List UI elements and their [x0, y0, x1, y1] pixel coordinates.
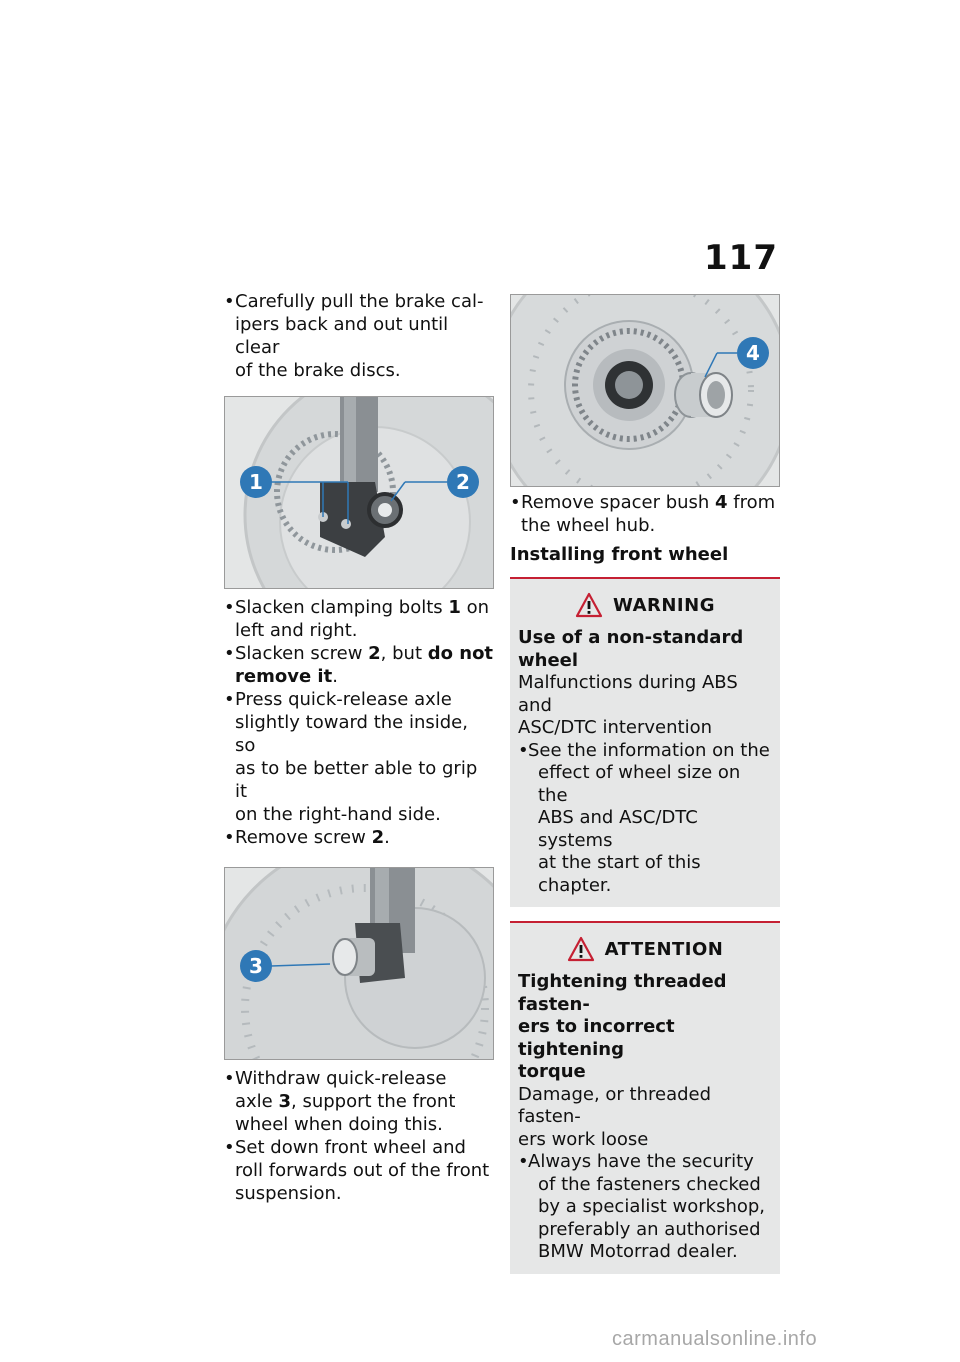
text-line: wheel when doing this.: [235, 1114, 443, 1135]
text-line: at the start of this chapter.: [538, 852, 701, 896]
text-line: on the right-hand side.: [235, 804, 441, 825]
text-line: of the brake discs.: [235, 360, 401, 381]
callout-circle: [240, 466, 272, 498]
step-pull-calipers: Carefully pull the brake cal- ipers back…: [224, 290, 494, 382]
step-slacken-screw: Slacken screw 2, but do not remove it.: [224, 642, 494, 688]
text: Remove screw: [235, 827, 372, 848]
callout-1: 1: [249, 470, 263, 494]
text-line: See the information on the: [528, 739, 770, 761]
ref-number: 4: [715, 492, 728, 513]
text-line: effect of wheel size on the: [538, 762, 741, 806]
step-press-axle: Press quick-release axle slightly toward…: [224, 688, 494, 826]
text-line: ers work loose: [518, 1128, 649, 1150]
warning-triangle-icon: [575, 592, 603, 618]
text-line: roll forwards out of the front: [235, 1160, 490, 1181]
text-line: Withdraw quick-release: [235, 1068, 447, 1089]
text: Remove spacer bush: [521, 492, 716, 513]
ref-number: 2: [371, 827, 385, 848]
text: axle: [235, 1091, 279, 1112]
figure-clamping-bolts: 1 2: [224, 396, 494, 589]
ref-number: 1: [448, 597, 461, 618]
text: Slacken screw: [235, 643, 369, 664]
text-line: Malfunctions during ABS and: [518, 672, 738, 716]
text-line: suspension.: [235, 1183, 342, 1204]
text-line: torque: [518, 1061, 586, 1082]
ref-number: 3: [278, 1091, 292, 1112]
text: .: [384, 827, 390, 848]
emphasis: do not: [427, 643, 494, 664]
text: , support the front: [291, 1091, 456, 1112]
step-withdraw-axle: Withdraw quick-release axle 3, support t…: [224, 1067, 494, 1136]
attention-box: ATTENTION Tightening threaded fasten- er…: [510, 921, 780, 1274]
text-line: Carefully pull the brake cal-: [235, 291, 484, 312]
attention-triangle-icon: [567, 936, 594, 962]
text-line: preferably an authorised: [538, 1218, 761, 1240]
warning-header: WARNING: [518, 589, 772, 621]
text: from: [727, 492, 776, 513]
text-line: Set down front wheel and: [235, 1137, 466, 1158]
step-remove-screw: Remove screw 2.: [224, 826, 494, 849]
text-line: ASC/DTC intervention: [518, 717, 713, 738]
step-remove-spacer: Remove spacer bush 4 from the wheel hub.: [510, 491, 780, 537]
text-line: BMW Motorrad dealer.: [538, 1241, 738, 1262]
text-line: ers to incorrect tightening: [518, 1016, 675, 1060]
text: , but: [380, 643, 428, 664]
warning-hazard: Use of a non-standard wheel: [518, 627, 744, 671]
figure-spacer-bush: 4: [510, 294, 780, 487]
attention-consequence: Damage, or threaded fasten- ers work loo…: [518, 1084, 772, 1152]
section-heading: Installing front wheel: [510, 544, 729, 565]
text: Slacken clamping bolts: [235, 597, 449, 618]
callout-circle: [737, 337, 769, 369]
text: .: [332, 666, 338, 687]
text-line: the wheel hub.: [521, 515, 656, 536]
right-column: 4 Remove spacer bush 4 from the wheel hu…: [510, 294, 780, 1274]
warning-action: See the information on the effect of whe…: [518, 740, 772, 898]
text-line: Always have the security: [528, 1151, 754, 1172]
text-line: Damage, or threaded fasten-: [518, 1083, 712, 1128]
emphasis: remove it: [235, 666, 333, 687]
figure-quick-release-axle: 3: [224, 867, 494, 1060]
callout-3: 3: [249, 954, 263, 978]
callout-circle: [447, 466, 479, 498]
text-line: ABS and ASC/DTC systems: [538, 807, 698, 851]
text-line: slightly toward the inside, so: [235, 712, 468, 756]
text-line: Tightening threaded fasten-: [518, 971, 727, 1015]
step-set-down-wheel: Set down front wheel and roll forwards o…: [224, 1136, 494, 1205]
watermark: carmanualsonline.info: [612, 1328, 818, 1350]
warning-title: WARNING: [613, 594, 715, 616]
left-column: Carefully pull the brake cal- ipers back…: [224, 290, 494, 1205]
step-slacken-bolts: Slacken clamping bolts 1 on left and rig…: [224, 596, 494, 642]
text-line: as to be better able to grip it: [235, 758, 478, 802]
callout-4: 4: [746, 341, 760, 365]
attention-title: ATTENTION: [604, 938, 724, 960]
text-line: Press quick-release axle: [235, 689, 452, 710]
text: on: [460, 597, 490, 618]
attention-header: ATTENTION: [518, 933, 772, 965]
text-line: of the fasteners checked: [538, 1173, 761, 1195]
attention-hazard: Tightening threaded fasten- ers to incor…: [518, 971, 772, 1084]
attention-action: Always have the security of the fastener…: [518, 1151, 772, 1264]
warning-box: WARNING Use of a non-standard wheel Malf…: [510, 577, 780, 907]
page-number: 117: [704, 238, 778, 278]
text-line: left and right.: [235, 620, 358, 641]
callout-circle: [240, 950, 272, 982]
text-line: ipers back and out until clear: [235, 314, 449, 358]
ref-number: 2: [368, 643, 381, 664]
callout-2: 2: [456, 470, 470, 494]
warning-consequence: Malfunctions during ABS and ASC/DTC inte…: [518, 672, 772, 740]
text-line: by a specialist workshop,: [538, 1196, 766, 1217]
